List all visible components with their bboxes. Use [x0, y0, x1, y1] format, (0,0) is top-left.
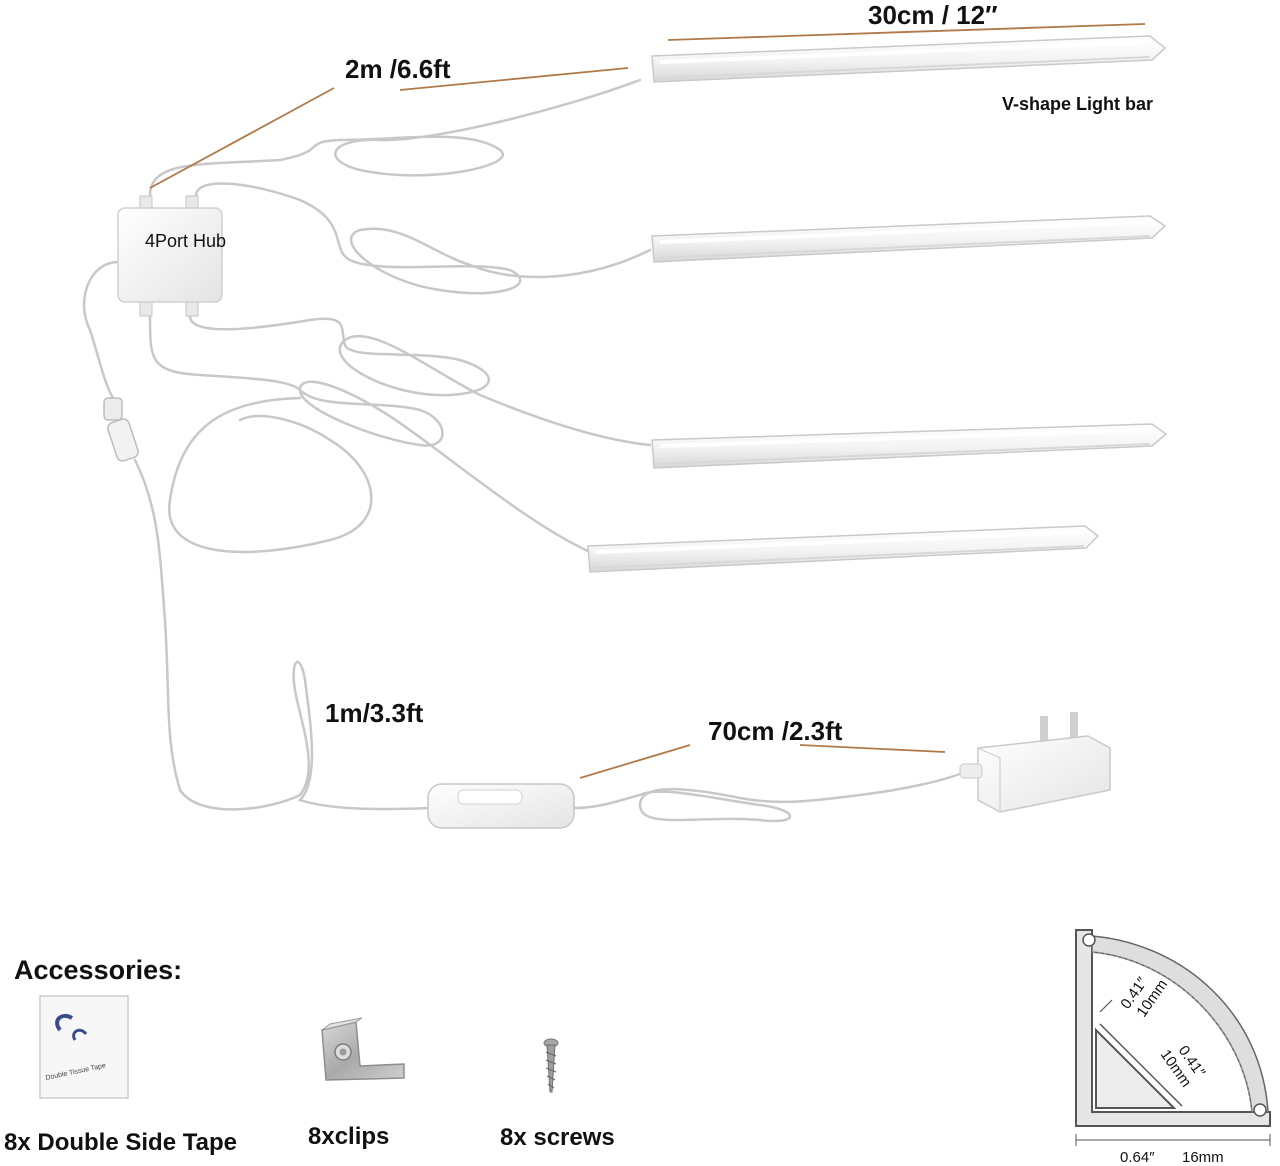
tape-label: 8x Double Side Tape: [4, 1129, 237, 1156]
hub-cable-label: 2m /6.6ft: [345, 54, 451, 84]
dim-line-adapter: [799, 744, 946, 753]
cable-bar-4: [148, 314, 592, 554]
switch-cable-label: 1m/3.3ft: [325, 698, 424, 728]
screw-image: [543, 1038, 559, 1093]
hub: [117, 195, 223, 317]
cable-group: [82, 78, 967, 823]
cable-bar-1: [148, 78, 642, 198]
dim-line-switch-a: [579, 744, 691, 779]
profile-width-mm: 16mm: [1182, 1149, 1224, 1166]
power-adapter: [959, 712, 1111, 813]
adapter-cable-label: 70cm /2.3ft: [708, 716, 843, 746]
bar-length-label: 30cm / 12″: [868, 0, 998, 30]
light-bar-2: [651, 215, 1167, 263]
profile-width-in: 0.64″: [1120, 1149, 1155, 1166]
cable-bar-3: [188, 314, 652, 447]
dim-line-hub-cable-b: [149, 87, 335, 189]
cable-hub-power: [82, 260, 120, 407]
cable-switch-to-adapter: [573, 770, 967, 823]
clips-label: 8xclips: [308, 1123, 389, 1150]
dim-line-hub-cable-a: [399, 67, 629, 91]
clip-image: [321, 1017, 405, 1081]
accessories-title: Accessories:: [14, 955, 182, 985]
tape-image: Double Tissue Tape: [39, 995, 129, 1099]
light-bar-3: [651, 423, 1168, 469]
dim-line-bar: [667, 23, 1146, 41]
dc-connector: [103, 397, 139, 462]
hub-label: 4Port Hub: [145, 231, 226, 251]
light-bar-1: [651, 35, 1167, 83]
inline-switch: [427, 783, 575, 829]
cable-dc-to-switch: [133, 458, 432, 811]
profile-cross-section: [1075, 929, 1271, 1146]
cable-loop: [168, 396, 373, 554]
light-bar-label: V-shape Light bar: [1002, 94, 1153, 114]
cable-bar-2: [194, 182, 652, 295]
light-bar-4: [587, 525, 1100, 573]
screws-label: 8x screws: [500, 1124, 615, 1151]
dimension-lines: [149, 23, 1146, 779]
